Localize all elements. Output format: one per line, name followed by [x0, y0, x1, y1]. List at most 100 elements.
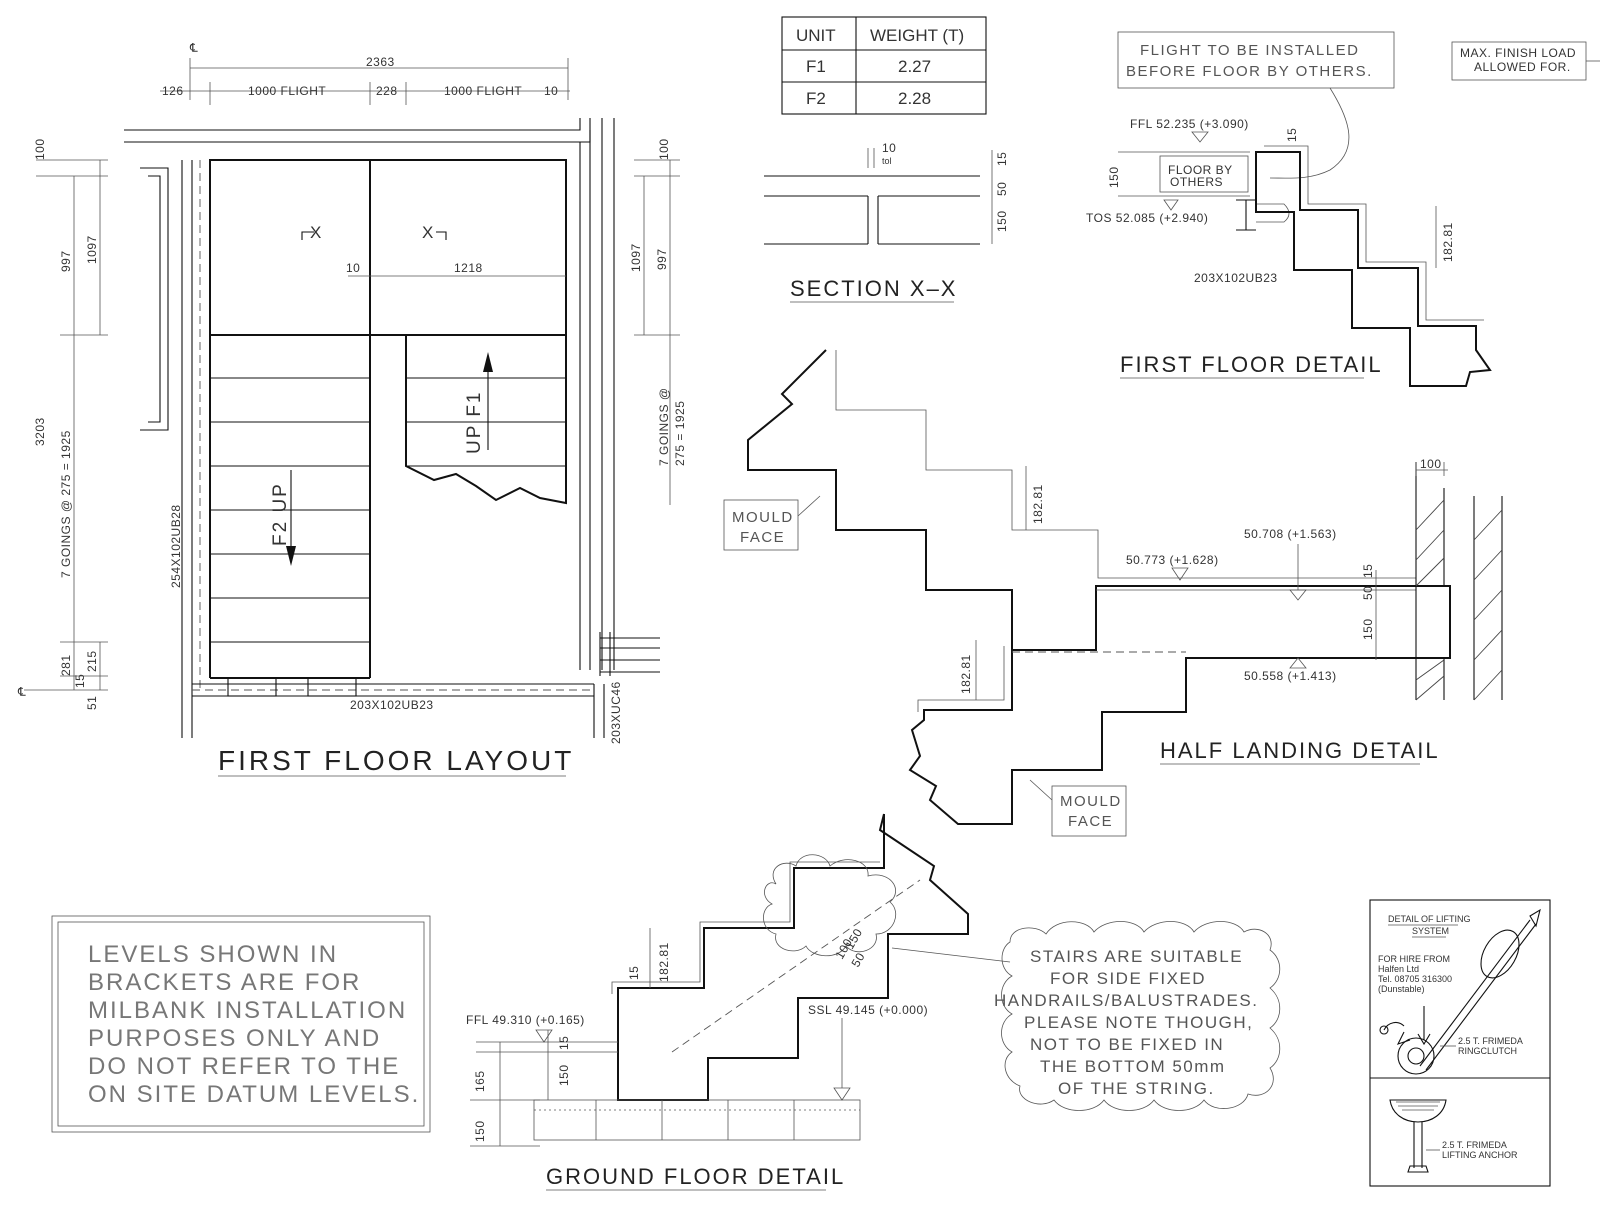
ground-floor-detail: 150 100 50 182.81 15 FFL 49.310 (+0.165)… — [466, 813, 969, 1191]
hire-line: Tel. 08705 316300 — [1378, 974, 1452, 984]
dim-997-left: 997 — [59, 250, 73, 272]
section-mark-x-left: X — [310, 223, 322, 242]
note-line: MILBANK INSTALLATION — [88, 997, 407, 1024]
level-50773: 50.773 (+1.628) — [1126, 553, 1219, 567]
first-floor-detail: FLIGHT TO BE INSTALLED BEFORE FLOOR BY O… — [1086, 31, 1600, 387]
levels-note: LEVELS SHOWN IN BRACKETS ARE FOR MILBANK… — [51, 915, 431, 1133]
centreline-mark-left: ℄ — [17, 685, 26, 699]
dim-150: 150 — [1107, 166, 1121, 188]
level-50708: 50.708 (+1.563) — [1244, 527, 1337, 541]
ringclutch-label: 2.5 T. FRIMEDA — [1458, 1036, 1523, 1046]
floor-by-others: OTHERS — [1170, 175, 1223, 189]
dim-15: 15 — [1285, 128, 1299, 142]
level-50558: 50.558 (+1.413) — [1244, 669, 1337, 683]
dim-228: 228 — [376, 84, 398, 98]
table-header-unit: UNIT — [796, 26, 836, 45]
dim-150-bottom: 150 — [473, 1120, 487, 1142]
table-cell-weight: 2.27 — [898, 57, 931, 76]
up-f1-label: UP F1 — [464, 390, 485, 454]
dim-50-diag: 50 — [848, 950, 867, 969]
note-line: HANDRAILS/BALUSTRADES. — [994, 991, 1258, 1010]
note-line: ON SITE DATUM LEVELS. — [88, 1081, 420, 1108]
hire-line: (Dunstable) — [1378, 984, 1425, 994]
ffl-level: FFL 49.310 (+0.165) — [466, 1013, 585, 1027]
centreline-mark: ℄ — [189, 41, 198, 55]
note-line: THE BOTTOM 50mm — [1040, 1057, 1226, 1076]
dim-3203: 3203 — [33, 417, 47, 446]
mould-face-label: MOULD — [732, 509, 794, 526]
title-first-floor-detail: FIRST FLOOR DETAIL — [1120, 352, 1383, 377]
dim-tol: tol — [882, 156, 892, 166]
section-x-x: 10 tol 15 50 150 SECTION X–X — [764, 141, 1009, 303]
f2-up-label: F2 UP — [270, 482, 291, 546]
wall-hatch — [1415, 499, 1503, 701]
dim-997-right: 997 — [655, 248, 669, 270]
dim-1097-left: 1097 — [85, 235, 99, 264]
dim-15-mid: 15 — [557, 1036, 571, 1050]
note-line: BRACKETS ARE FOR — [88, 969, 361, 996]
dim-1097-right: 1097 — [629, 243, 643, 272]
half-landing-detail: 182.81 182.81 MOULD FACE MOULD FACE 50.7… — [723, 349, 1503, 837]
table-cell-weight: 2.28 — [898, 89, 931, 108]
note-line: PLEASE NOTE THOUGH, — [1024, 1013, 1253, 1032]
dim-flight-1: 1000 FLIGHT — [248, 84, 326, 98]
dim-100: 100 — [1420, 457, 1442, 471]
dim-150: 150 — [995, 210, 1009, 232]
riser-182: 182.81 — [657, 942, 671, 982]
dim-50: 50 — [995, 182, 1009, 196]
first-floor-layout: ℄ 2363 126 1000 FLIGHT 228 1000 FLIGHT 1… — [17, 41, 687, 777]
section-mark-x-right: X — [422, 223, 434, 242]
beam-label-left: 254X102UB28 — [169, 504, 183, 588]
callout-line: BEFORE FLOOR BY OTHERS. — [1126, 63, 1373, 80]
ssl-level: SSL 49.145 (+0.000) — [808, 1003, 928, 1017]
stairs-note: STAIRS ARE SUITABLE FOR SIDE FIXED HANDR… — [891, 921, 1281, 1111]
lifting-detail: DETAIL OF LIFTING SYSTEM FOR HIRE FROM H… — [1369, 899, 1551, 1187]
lifting-title: SYSTEM — [1412, 926, 1449, 936]
title-ground-floor-detail: GROUND FLOOR DETAIL — [546, 1164, 845, 1189]
dim-150-mid: 150 — [557, 1064, 571, 1086]
dim-10-mid: 10 — [346, 261, 360, 275]
dim-100-right: 100 — [657, 138, 671, 160]
beam-label-bottom: 203X102UB23 — [350, 698, 434, 712]
riser-182-top: 182.81 — [1031, 484, 1045, 524]
down-arrow-icon — [286, 546, 296, 566]
beam-label: 203X102UB23 — [1194, 271, 1278, 285]
dim-flight-2: 1000 FLIGHT — [444, 84, 522, 98]
hire-line: Halfen Ltd — [1378, 964, 1419, 974]
dim-51: 51 — [85, 696, 99, 710]
weight-table: UNIT WEIGHT (T) F1 2.27 F2 2.28 — [781, 16, 987, 115]
note-line: DO NOT REFER TO THE — [88, 1053, 400, 1080]
dim-15: 15 — [73, 674, 87, 688]
title-half-landing-detail: HALF LANDING DETAIL — [1160, 738, 1440, 763]
hire-line: FOR HIRE FROM — [1378, 954, 1450, 964]
lifting-title: DETAIL OF LIFTING — [1388, 914, 1471, 924]
max-load-label: MAX. FINISH LOAD — [1460, 46, 1576, 60]
floor-by-others: FLOOR BY — [1168, 163, 1233, 177]
dim-15: 15 — [995, 152, 1009, 166]
note-line: NOT TO BE FIXED IN — [1030, 1035, 1224, 1054]
title-section-xx: SECTION X–X — [790, 276, 957, 301]
anchor-label: 2.5 T. FRIMEDA — [1442, 1140, 1507, 1150]
dim-215: 215 — [85, 650, 99, 672]
note-line: PURPOSES ONLY AND — [88, 1025, 381, 1052]
dim-10-top: 10 — [544, 84, 558, 98]
note-line: OF THE STRING. — [1058, 1079, 1215, 1098]
mould-face-label: FACE — [1068, 813, 1113, 830]
dim-281: 281 — [59, 654, 73, 676]
dim-1218: 1218 — [454, 261, 483, 275]
title-first-floor-layout: FIRST FLOOR LAYOUT — [218, 745, 574, 776]
goings-right-1: 7 GOINGS @ — [657, 387, 671, 466]
callout-line: FLIGHT TO BE INSTALLED — [1140, 42, 1359, 59]
note-line: FOR SIDE FIXED — [1050, 969, 1206, 988]
goings-right-2: 275 = 1925 — [673, 401, 687, 466]
dim-10: 10 — [882, 141, 896, 155]
mould-face-label: FACE — [740, 529, 785, 546]
table-cell-unit: F2 — [806, 89, 826, 108]
ringclutch-label: RINGCLUTCH — [1458, 1046, 1517, 1056]
ffl-level: FFL 52.235 (+3.090) — [1130, 117, 1249, 131]
riser-182: 182.81 — [1441, 222, 1455, 262]
up-arrow-icon — [483, 352, 493, 372]
note-line: LEVELS SHOWN IN — [88, 941, 338, 968]
dim-100-left: 100 — [33, 138, 47, 160]
